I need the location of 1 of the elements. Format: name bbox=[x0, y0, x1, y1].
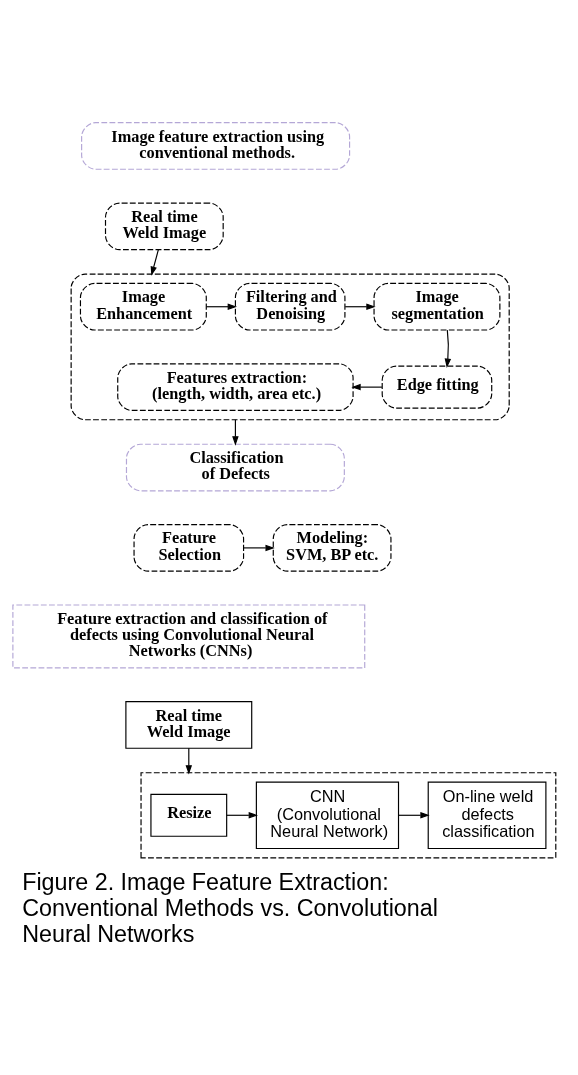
caption: Figure 2. Image Feature Extraction: Conventional Methods vs. Convolutional Neural Networks bbox=[22, 868, 438, 947]
